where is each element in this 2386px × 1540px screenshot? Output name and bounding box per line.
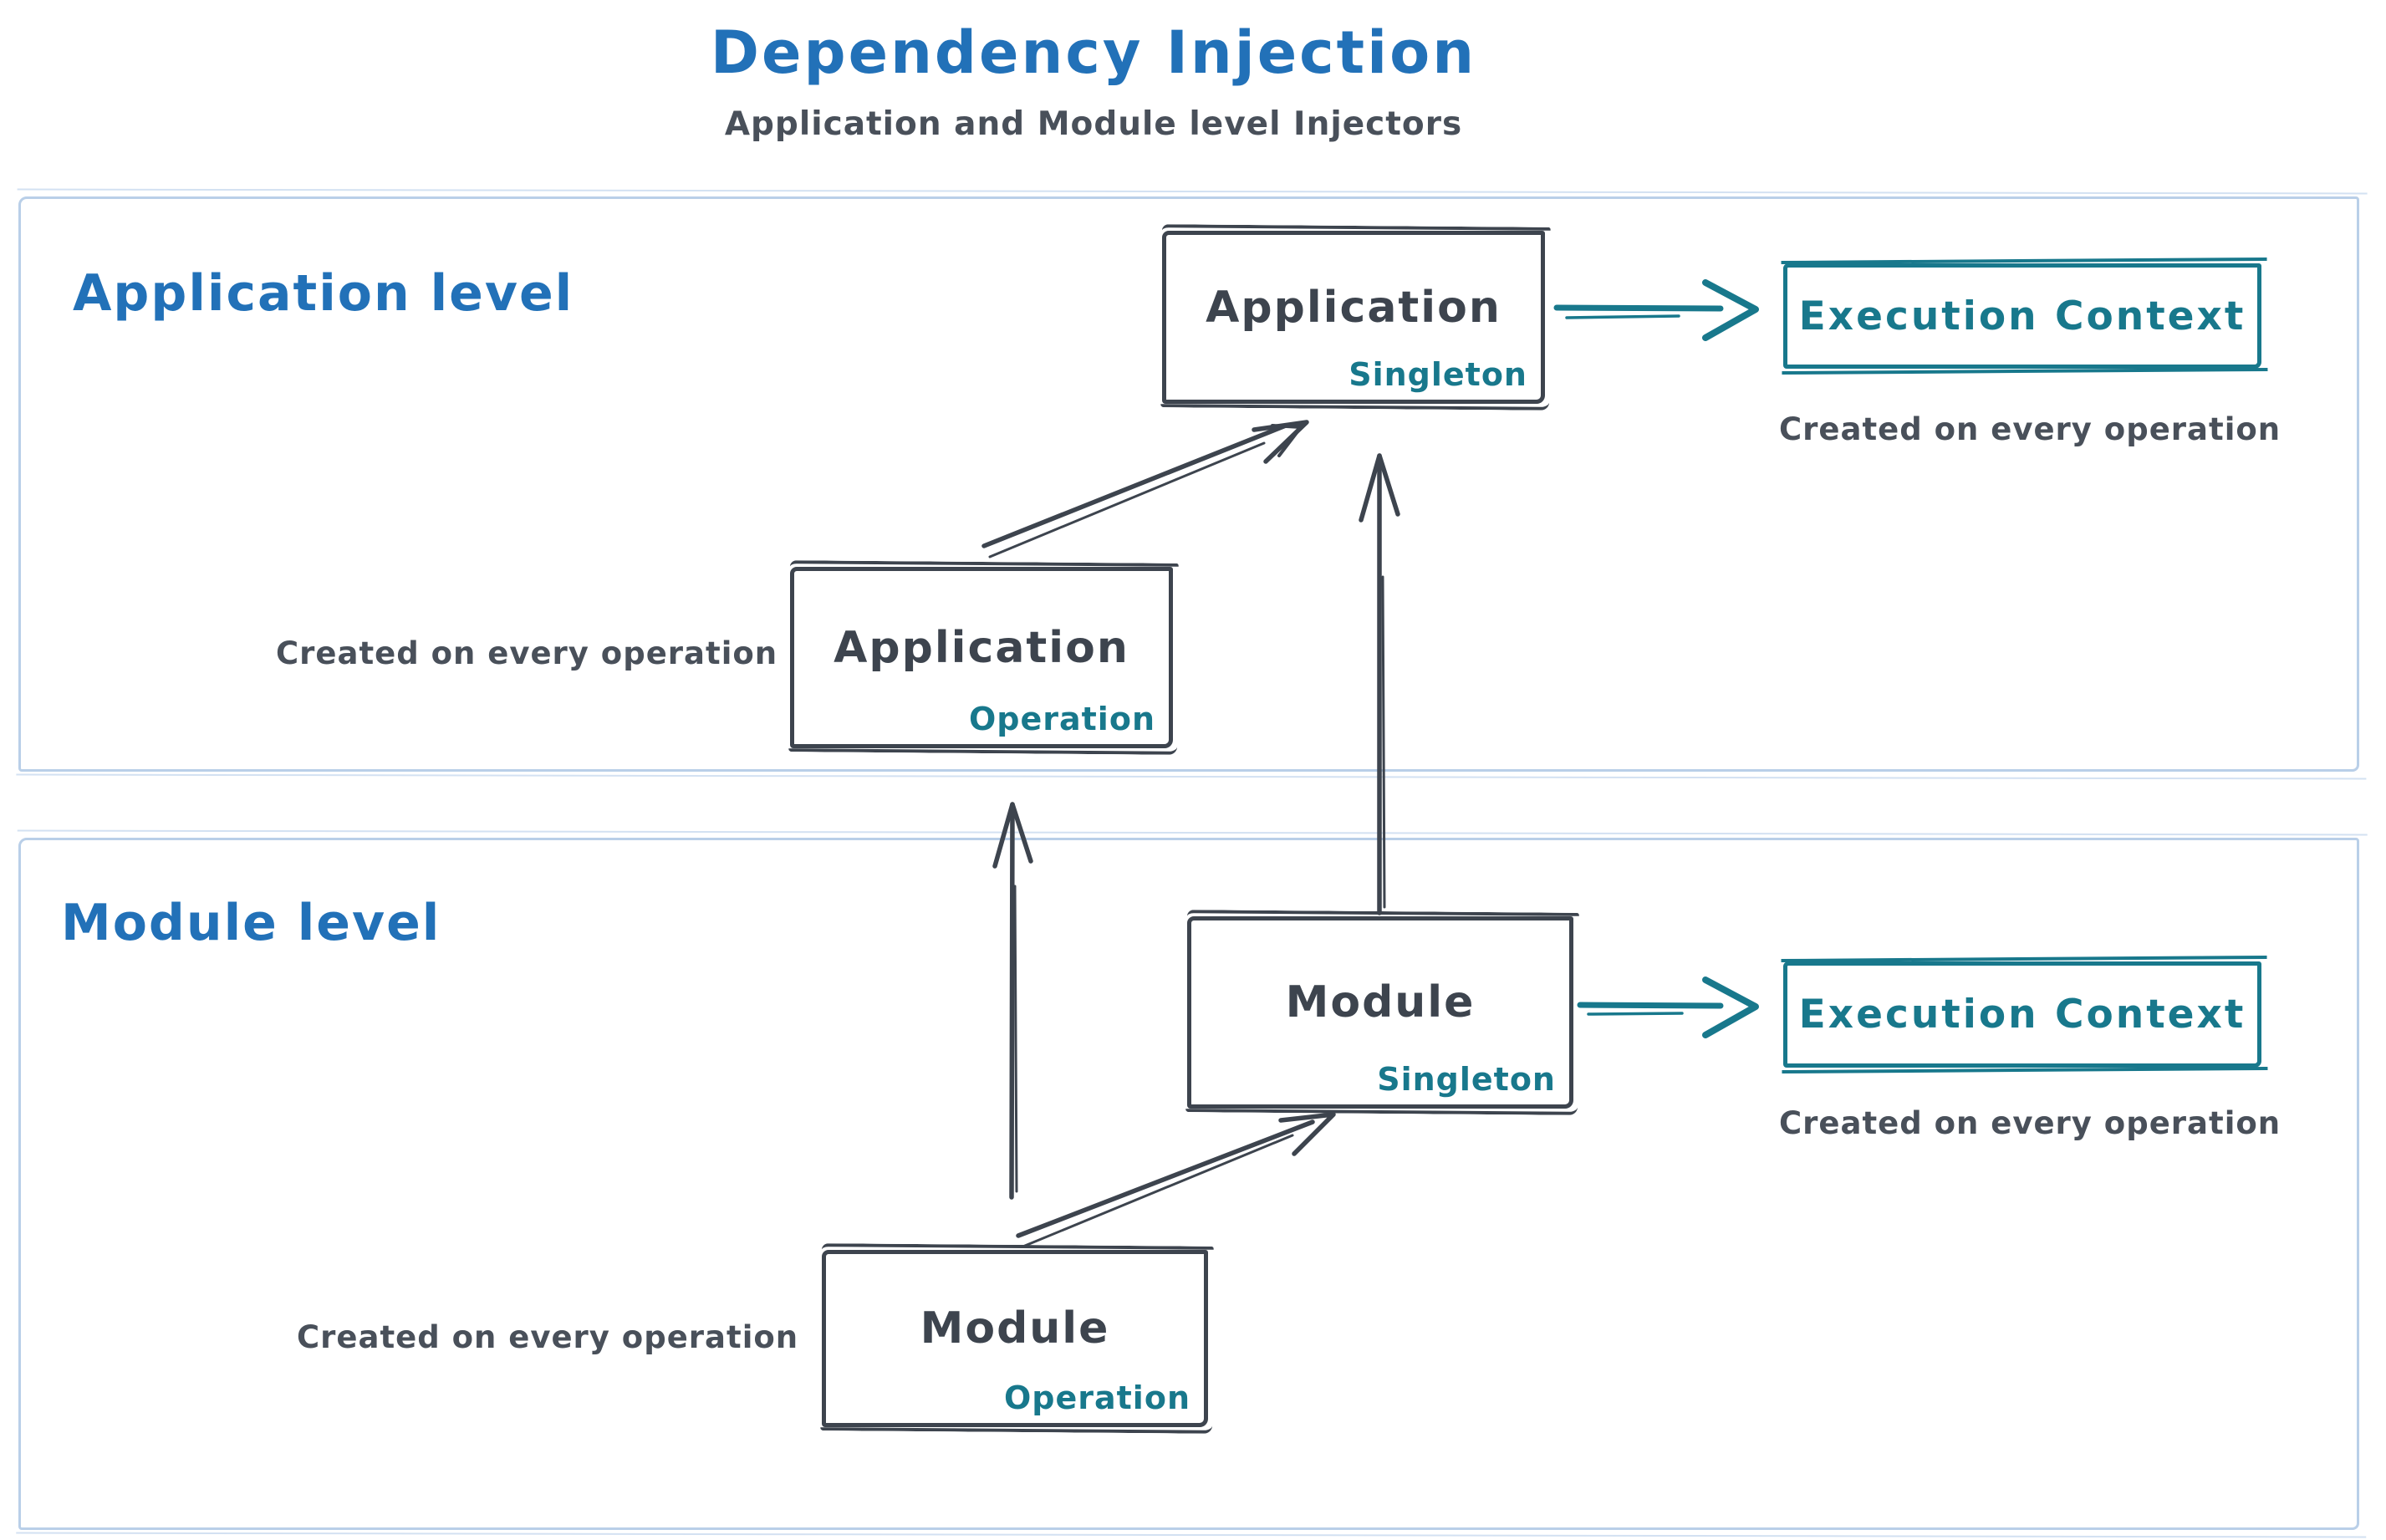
page-subtitle: Application and Module level Injectors <box>724 105 1463 143</box>
caption-module-operation: Created on every operation <box>297 1319 799 1355</box>
page-title: Dependency Injection <box>710 18 1477 87</box>
app-operation-scope-label: Operation <box>968 701 1155 737</box>
execution-context-app-box: Execution Context <box>1783 263 2261 369</box>
module-operation-node: Module Operation <box>822 1250 1208 1427</box>
module-level-container: Module level <box>18 838 2359 1530</box>
module-level-label: Module level <box>61 894 441 952</box>
app-operation-title: Application <box>834 622 1129 673</box>
application-level-label: Application level <box>73 264 574 323</box>
module-operation-scope-label: Operation <box>1003 1379 1190 1416</box>
caption-exec-app: Created on every operation <box>1779 411 2281 447</box>
app-operation-node: Application Operation <box>790 567 1173 748</box>
caption-exec-module: Created on every operation <box>1779 1105 2281 1141</box>
execution-context-module-title: Execution Context <box>1798 992 2246 1038</box>
caption-app-operation: Created on every operation <box>276 635 778 671</box>
module-operation-title: Module <box>920 1303 1110 1354</box>
execution-context-app-title: Execution Context <box>1798 293 2246 339</box>
module-singleton-title: Module <box>1285 977 1476 1028</box>
app-singleton-title: Application <box>1206 282 1501 333</box>
application-level-container: Application level <box>18 196 2359 772</box>
app-singleton-node: Application Singleton <box>1162 231 1545 404</box>
app-singleton-scope-label: Singleton <box>1348 356 1527 393</box>
execution-context-module-box: Execution Context <box>1783 961 2261 1068</box>
module-singleton-node: Module Singleton <box>1187 916 1573 1109</box>
module-singleton-scope-label: Singleton <box>1377 1061 1556 1098</box>
